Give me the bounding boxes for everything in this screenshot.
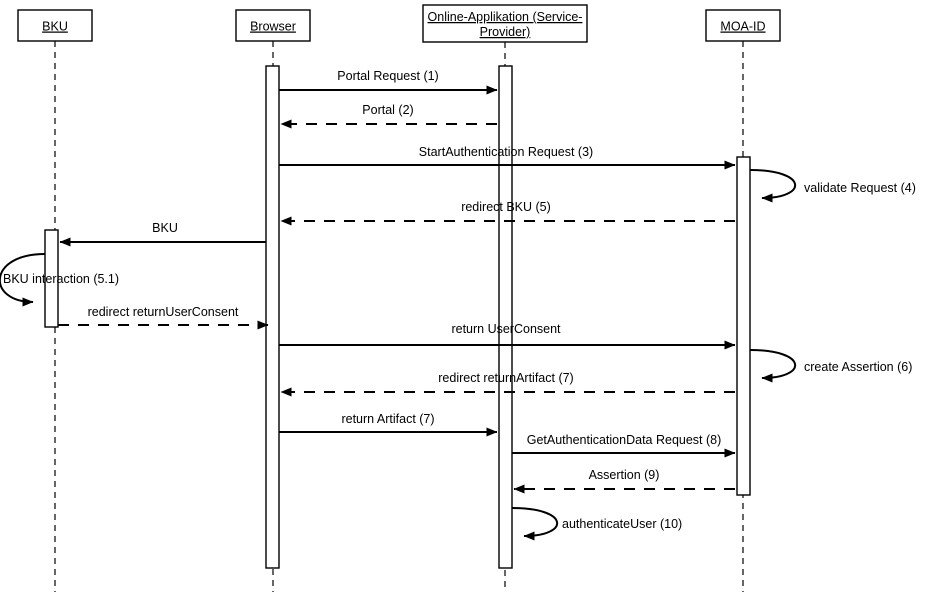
- message-label-7b: return Artifact (7): [341, 412, 434, 426]
- activations-layer: [44, 65, 751, 569]
- selfloop-arrow-10: [511, 507, 558, 541]
- message-3: StartAuthentication Request (3): [279, 145, 736, 170]
- message-2: Portal (2): [280, 103, 497, 129]
- message-label-2: Portal (2): [362, 103, 413, 117]
- message-label-9: Assertion (9): [589, 468, 660, 482]
- message-7a: redirect returnArtifact (7): [280, 371, 735, 397]
- activation-bar-bku: [44, 229, 59, 328]
- message-7b: return Artifact (7): [279, 412, 498, 437]
- message-label-6a: redirect returnUserConsent: [88, 305, 239, 319]
- participant-label-oa-line2: Provider): [480, 25, 531, 39]
- message-8: GetAuthenticationData Request (8): [512, 433, 736, 458]
- selfloop-arrow-6: [749, 349, 796, 383]
- selfloop-arrow-5.1: [0, 253, 46, 307]
- selfloop-arrow-4: [749, 169, 796, 203]
- participant-headers-layer: BKU Browser Online-Applikation (Service-Pr…: [17, 4, 781, 43]
- message-label-10: authenticateUser (10): [562, 517, 682, 531]
- participant-box-oa[interactable]: [422, 4, 588, 43]
- participant-label-moaid: MOA-ID: [720, 20, 765, 34]
- participant-header-moaid[interactable]: MOA-ID: [705, 9, 781, 42]
- activation-bar-browser: [265, 65, 280, 569]
- activation-bar-oa: [498, 65, 513, 569]
- participant-box-bku[interactable]: [17, 9, 93, 42]
- message-10: authenticateUser (10): [511, 507, 682, 541]
- message-4: validate Request (4): [749, 169, 916, 203]
- activation-bar-moaid: [736, 156, 751, 496]
- message-label-4: validate Request (4): [804, 181, 916, 195]
- participant-box-moaid[interactable]: [705, 9, 781, 42]
- message-5: redirect BKU (5): [280, 200, 735, 226]
- message-9: Assertion (9): [513, 468, 735, 494]
- message-label-5.1: BKU interaction (5.1): [3, 272, 119, 286]
- message-label-6b: return UserConsent: [451, 322, 561, 336]
- message-label-3: StartAuthentication Request (3): [419, 145, 593, 159]
- participant-label-browser: Browser: [250, 20, 296, 34]
- participant-label-oa-line1: Online-Applikation (Service-: [428, 10, 583, 24]
- message-5a: BKU: [59, 221, 266, 247]
- message-label-1: Portal Request (1): [337, 69, 438, 83]
- message-label-5a: BKU: [152, 221, 178, 235]
- message-5.1: BKU interaction (5.1): [0, 253, 119, 307]
- message-label-8: GetAuthenticationData Request (8): [527, 433, 722, 447]
- participant-box-browser[interactable]: [235, 9, 311, 42]
- message-6b: return UserConsent: [279, 322, 736, 350]
- participant-label-bku: BKU: [42, 20, 68, 34]
- message-6a: redirect returnUserConsent: [58, 305, 269, 330]
- message-label-6: create Assertion (6): [804, 360, 912, 374]
- participant-header-oa[interactable]: Online-Applikation (Service-Provider): [422, 4, 588, 43]
- message-1: Portal Request (1): [279, 69, 498, 95]
- message-6: create Assertion (6): [749, 349, 912, 383]
- messages-layer: Portal Request (1) Portal (2) StartAuthent…: [0, 69, 916, 541]
- participant-header-browser[interactable]: Browser: [235, 9, 311, 42]
- participant-header-bku[interactable]: BKU: [17, 9, 93, 42]
- message-label-5: redirect BKU (5): [461, 200, 551, 214]
- message-label-7a: redirect returnArtifact (7): [438, 371, 573, 385]
